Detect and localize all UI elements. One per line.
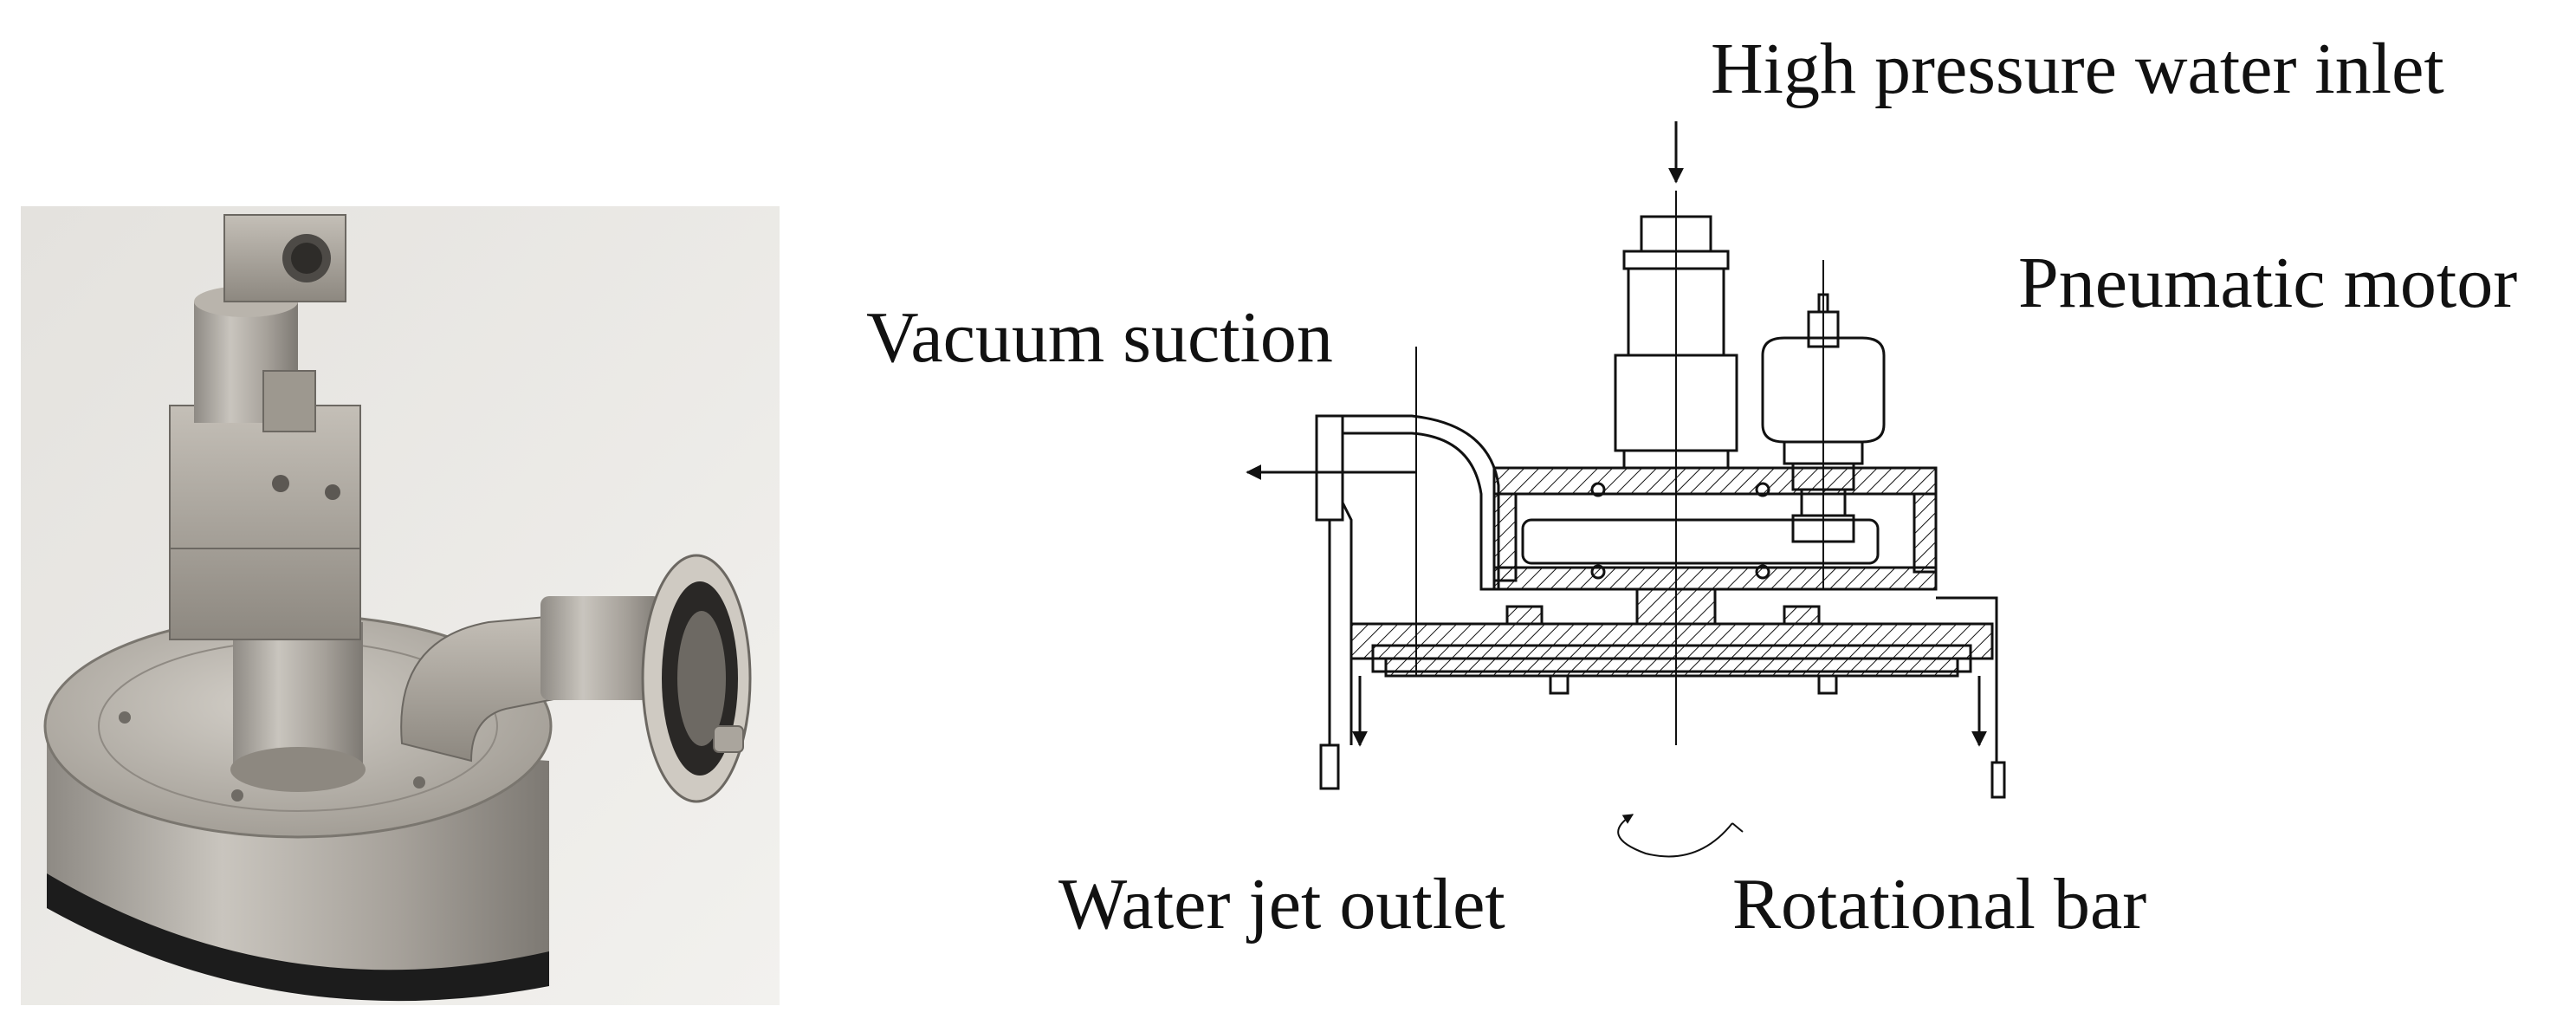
device-schematic — [1246, 121, 2006, 858]
device-photo — [21, 206, 780, 1005]
water-jet-outlet-label: Water jet outlet — [1058, 864, 1505, 944]
vacuum-suction-label: Vacuum suction — [866, 297, 1333, 378]
rotation-arrow — [1617, 814, 1733, 858]
high-pressure-inlet-label: High pressure water inlet — [1711, 29, 2444, 109]
rotational-bar-label: Rotational bar — [1732, 864, 2147, 944]
pneumatic-motor-label: Pneumatic motor — [2018, 243, 2518, 323]
